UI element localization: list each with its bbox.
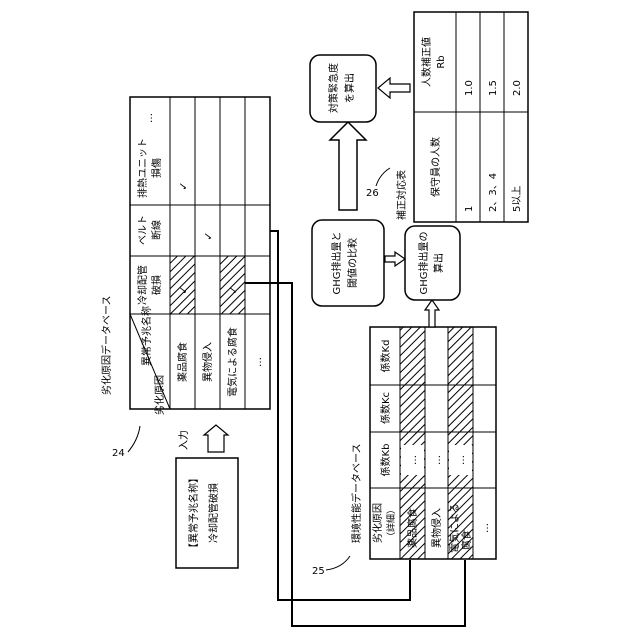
row-label-foreign: 異物侵入 bbox=[201, 342, 214, 382]
input-box-line2: 冷却配管破損 bbox=[207, 483, 220, 543]
deterioration-db-title: 劣化原因データベース bbox=[100, 296, 113, 396]
env-row-chemical: 薬品腐食 bbox=[406, 508, 419, 548]
env-row-more: … bbox=[480, 523, 491, 533]
ref-26-leader bbox=[376, 168, 390, 186]
col-header-pipe-l2: 破損 bbox=[150, 275, 163, 295]
col-header-belt-l1: ベルト bbox=[137, 215, 149, 245]
header-staff-count: 保守員の人数 bbox=[429, 137, 442, 197]
staff-value: 5以上 bbox=[511, 186, 523, 212]
env-header-kc: 係数Kc bbox=[379, 392, 392, 424]
row-label-more: … bbox=[253, 357, 264, 367]
input-arrow-icon bbox=[204, 425, 228, 452]
col-header-exhaust-l2: 損傷 bbox=[150, 158, 163, 178]
ref-24-leader bbox=[128, 426, 140, 452]
check-mark: ✓ bbox=[177, 285, 190, 294]
check-mark: ✓ bbox=[177, 181, 190, 190]
deterioration-cause-database: 劣化原因データベース 異常予兆名称 劣化原因 冷却配管 破損 bbox=[100, 97, 270, 415]
check-mark: ✓ bbox=[202, 231, 215, 240]
correction-table: 補正対応表 保守員の人数 人数補正値 Rb 1 2、3、4 5以上 1.0 1.… bbox=[395, 12, 528, 222]
col-header-more: … bbox=[144, 113, 155, 123]
ref-25: 25 bbox=[312, 566, 325, 577]
arrow-from-correction-icon bbox=[378, 78, 410, 98]
ref-24: 24 bbox=[112, 448, 125, 459]
arrow-to-urgency-icon bbox=[330, 122, 366, 210]
env-row-foreign: 異物侵入 bbox=[430, 508, 443, 548]
staff-value: 1 bbox=[464, 206, 475, 212]
ghg-calc-box bbox=[405, 226, 460, 300]
cell-electric-pipe-hatched bbox=[220, 256, 245, 314]
col-header-exhaust-l1: 排熱ユニット bbox=[136, 138, 149, 198]
arrow-to-compare-icon bbox=[385, 252, 405, 266]
ellipsis: … bbox=[432, 455, 443, 465]
header-factor-l1: 人数補正値 bbox=[420, 37, 433, 87]
header-factor-l2: Rb bbox=[436, 55, 447, 68]
ellipsis: … bbox=[408, 455, 419, 465]
ref-26: 26 bbox=[366, 188, 379, 199]
factor-value: 1.5 bbox=[488, 80, 499, 96]
env-header-kd: 係数Kd bbox=[379, 340, 392, 373]
env-row-electric-l2: 腐食 bbox=[460, 530, 473, 550]
environmental-performance-database: 環境性能データベース 劣化原因 （詳細） 係数Kb 係数Kc bbox=[350, 327, 496, 559]
row-label-chemical: 薬品腐食 bbox=[176, 342, 189, 382]
input-box-line1: 【異常予兆名称】 bbox=[187, 473, 200, 553]
cell-chemical-pipe-hatched bbox=[170, 256, 195, 314]
urgency-line2: を算出 bbox=[343, 73, 356, 103]
arrow-to-ghg-calc-icon bbox=[425, 300, 439, 327]
env-header-kb: 係数Kb bbox=[379, 444, 392, 477]
ghg-compare-line2: 閾値の比較 bbox=[346, 238, 359, 288]
ellipsis: … bbox=[456, 455, 467, 465]
factor-value: 2.0 bbox=[512, 80, 523, 96]
row-label-electric: 電気による腐食 bbox=[226, 327, 239, 397]
header-anomaly-name: 異常予兆名称 bbox=[140, 306, 153, 366]
env-row-electric-l1: 電気による bbox=[448, 503, 461, 553]
ref-25-leader bbox=[326, 556, 350, 570]
env-header-cause-l1: 劣化原因 bbox=[371, 503, 384, 543]
anomaly-input-box bbox=[176, 458, 238, 568]
ghg-calc-line1: GHG排出量の bbox=[417, 231, 430, 294]
check-mark: ✓ bbox=[227, 285, 240, 294]
header-deterioration-cause: 劣化原因 bbox=[153, 375, 166, 415]
urgency-line1: 対策緊急度 bbox=[327, 63, 340, 113]
input-label: 入力 bbox=[177, 430, 190, 450]
col-header-pipe-l1: 冷却配管 bbox=[136, 265, 149, 305]
staff-value: 2、3、4 bbox=[488, 173, 499, 212]
env-db-title: 環境性能データベース bbox=[350, 444, 363, 544]
env-header-cause-l2: （詳細） bbox=[385, 505, 397, 541]
ghg-calc-line2: 算出 bbox=[432, 253, 445, 273]
col-header-belt-l2: 断線 bbox=[150, 220, 163, 240]
urgency-box bbox=[310, 55, 376, 122]
ghg-compare-line1: GHG排出量と bbox=[330, 231, 343, 294]
correction-table-title: 補正対応表 bbox=[395, 170, 408, 220]
factor-value: 1.0 bbox=[464, 80, 475, 96]
